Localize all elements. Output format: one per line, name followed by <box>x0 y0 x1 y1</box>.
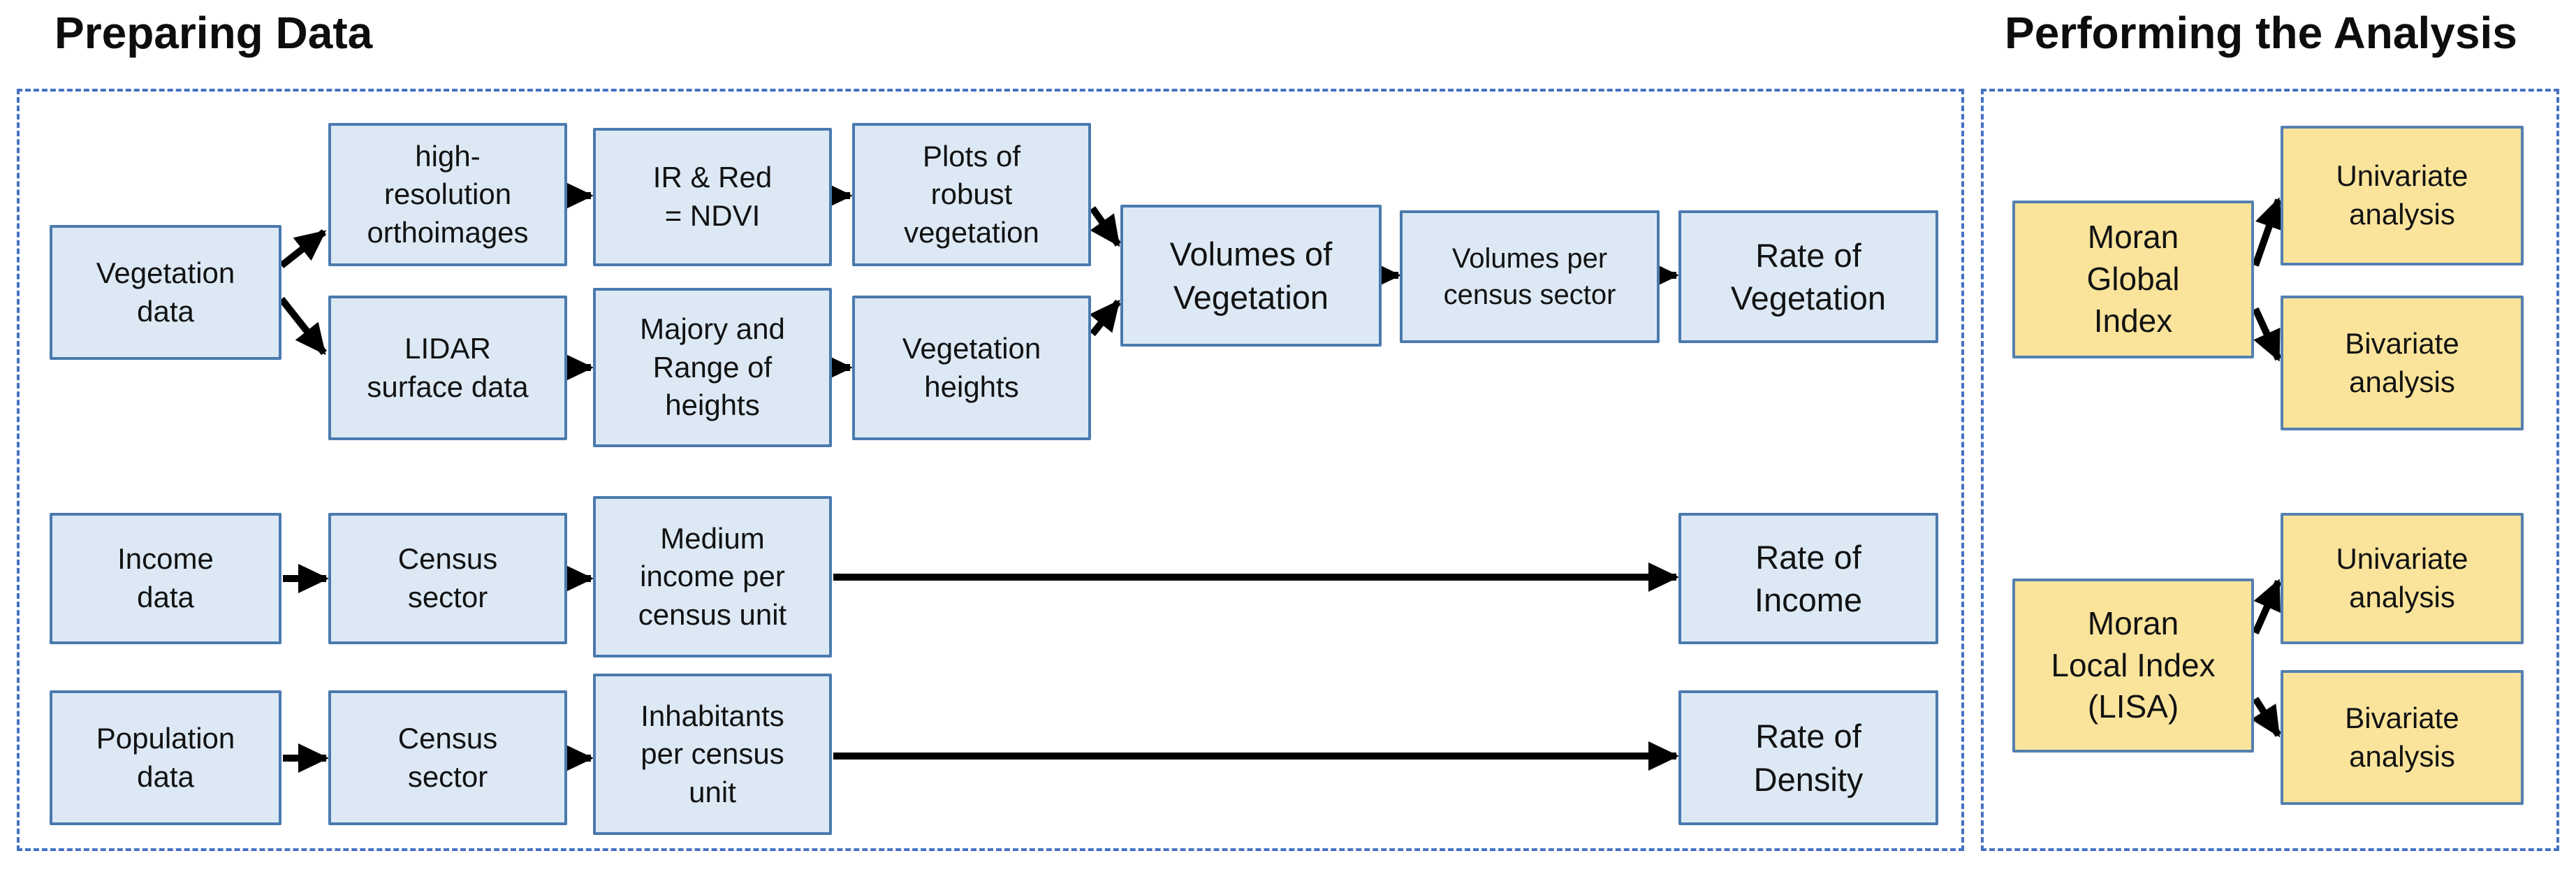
node-volumes-per-census: Volumes per census sector <box>1400 210 1660 343</box>
node-bivariate-local: Bivariate analysis <box>2281 670 2524 805</box>
node-ndvi: IR & Red = NDVI <box>593 128 832 266</box>
node-income-data: Income data <box>50 513 281 644</box>
preparing-data-title: Preparing Data <box>54 8 373 58</box>
node-population-data: Population data <box>50 690 281 825</box>
node-moran-local-index: Moran Local Index (LISA) <box>2012 579 2254 753</box>
node-rate-of-density: Rate of Density <box>1678 690 1938 825</box>
node-medium-income: Medium income per census unit <box>593 496 832 657</box>
node-moran-global-index: Moran Global Index <box>2012 201 2254 358</box>
node-vegetation-heights: Vegetation heights <box>852 296 1091 440</box>
node-bivariate-global: Bivariate analysis <box>2281 296 2524 430</box>
node-inhabitants: Inhabitants per census unit <box>593 674 832 835</box>
performing-analysis-title: Performing the Analysis <box>2005 8 2517 58</box>
node-census-sector-pop: Census sector <box>328 690 567 825</box>
node-rate-of-vegetation: Rate of Vegetation <box>1678 210 1938 343</box>
node-rate-of-income: Rate of Income <box>1678 513 1938 644</box>
node-vegetation-data: Vegetation data <box>50 225 281 360</box>
node-majory-range-heights: Majory and Range of heights <box>593 288 832 447</box>
node-lidar-surface-data: LIDAR surface data <box>328 296 567 440</box>
node-univariate-global: Univariate analysis <box>2281 126 2524 266</box>
node-volumes-of-vegetation: Volumes of Vegetation <box>1120 205 1382 347</box>
node-orthoimages: high- resolution orthoimages <box>328 123 567 266</box>
preparing-data-container <box>17 89 1964 851</box>
node-census-sector-income: Census sector <box>328 513 567 644</box>
node-plots-robust-vegetation: Plots of robust vegetation <box>852 123 1091 266</box>
performing-analysis-container <box>1981 89 2559 851</box>
node-univariate-local: Univariate analysis <box>2281 513 2524 644</box>
